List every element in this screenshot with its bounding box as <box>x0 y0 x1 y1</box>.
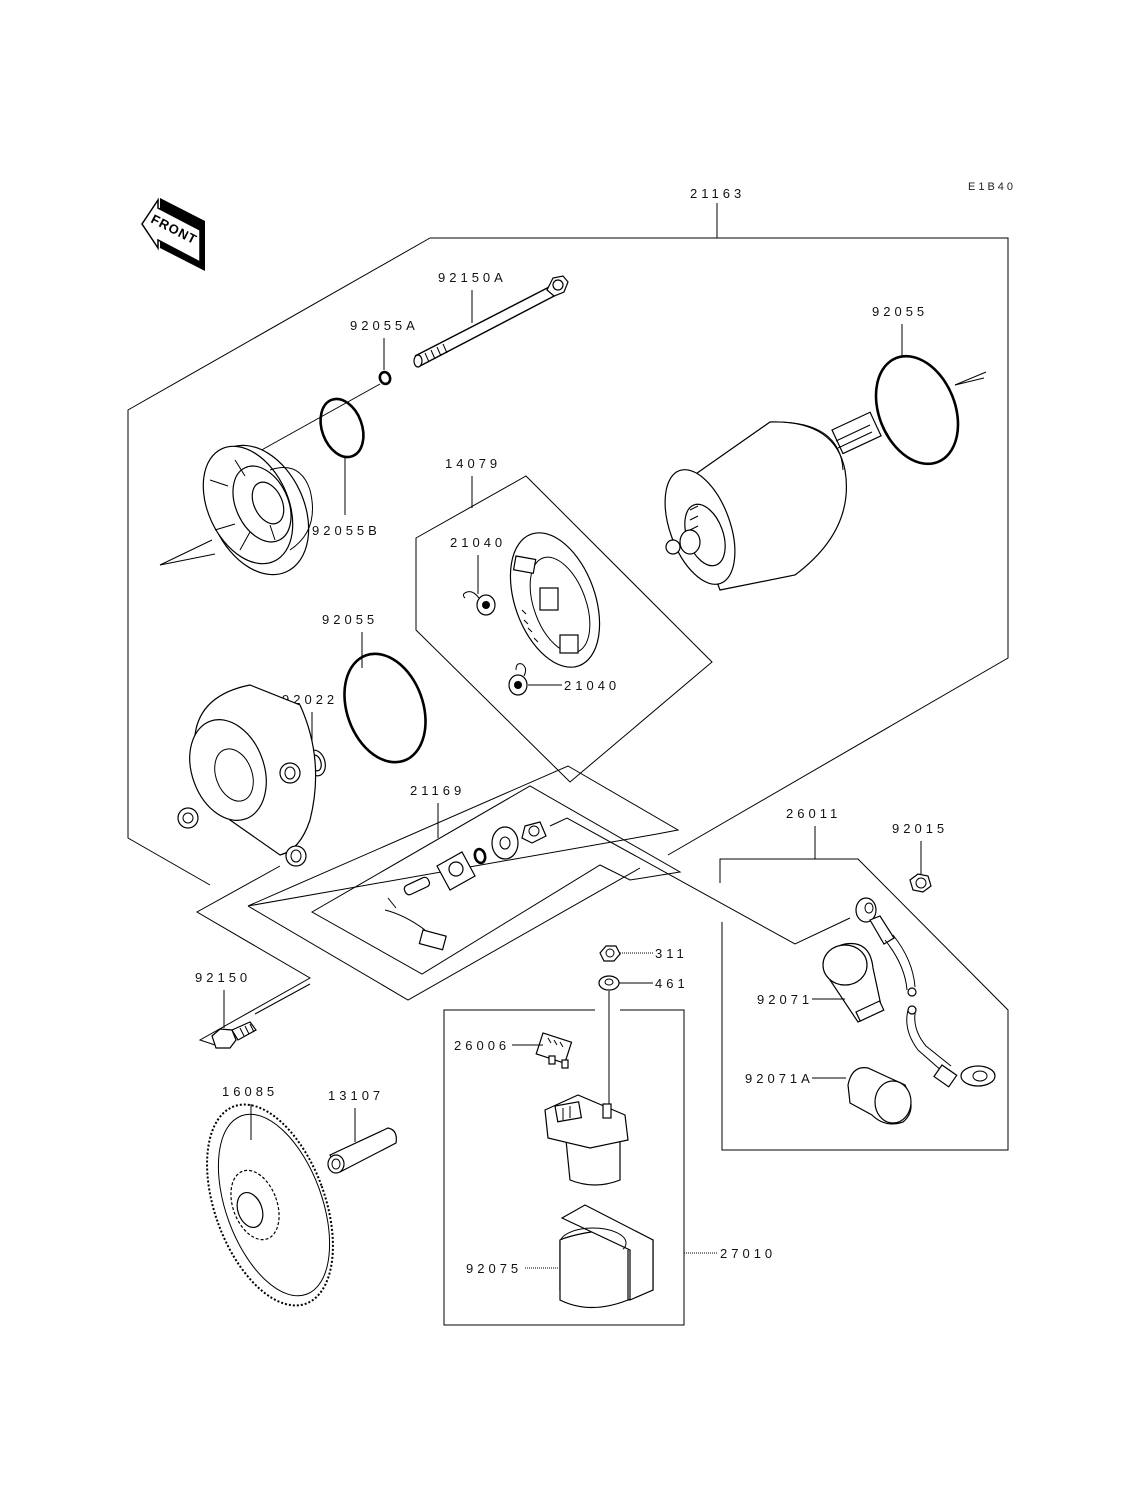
battery-cable <box>855 897 996 1088</box>
label-26006[interactable]: 26006 <box>454 1038 510 1053</box>
nut-92015 <box>909 873 932 893</box>
armature-yoke <box>664 411 882 591</box>
long-bolt-92150a <box>413 275 569 368</box>
label-92150[interactable]: 92150 <box>195 970 251 985</box>
label-21163[interactable]: 21163 <box>690 186 745 201</box>
bolt-92150 <box>211 1021 257 1049</box>
cable-26011-outline <box>719 858 1009 1151</box>
terminal-oring <box>473 847 487 865</box>
relay-27010-outline <box>443 1009 685 1326</box>
label-461[interactable]: 461 <box>655 976 689 991</box>
label-27010[interactable]: 27010 <box>720 1246 776 1261</box>
spring-21040-bottom <box>508 663 528 696</box>
label-92071a[interactable]: 92071A <box>745 1071 814 1086</box>
terminal-washer <box>491 826 519 860</box>
terminal-nut <box>521 821 547 844</box>
rear-cover <box>177 684 317 867</box>
terminal-set-21169-outline <box>310 785 682 975</box>
oring-92055b <box>319 397 365 459</box>
label-92015[interactable]: 92015 <box>892 821 948 836</box>
fuse-26006 <box>535 1032 573 1069</box>
nut-311 <box>599 945 621 962</box>
oring-92055a <box>378 370 392 386</box>
label-92150a[interactable]: 92150A <box>438 270 507 285</box>
spring-21040-top <box>462 591 496 616</box>
oring-92055-right <box>874 354 960 466</box>
brush-holder-14079-outline <box>415 475 713 783</box>
label-26011[interactable]: 26011 <box>786 806 841 821</box>
starter-relay <box>544 1094 629 1186</box>
assembly-21163-outline <box>127 203 1009 886</box>
label-92071[interactable]: 92071 <box>757 992 813 1007</box>
label-92055b[interactable]: 92055B <box>312 523 381 538</box>
label-21040-top[interactable]: 21040 <box>450 535 506 550</box>
label-92055-right[interactable]: 92055 <box>872 304 928 319</box>
oring-92055-mid <box>343 652 427 764</box>
label-21040-bottom[interactable]: 21040 <box>564 678 620 693</box>
label-16085[interactable]: 16085 <box>222 1084 278 1099</box>
front-arrow-icon: FRONT <box>141 197 205 271</box>
terminal-pad <box>436 851 476 891</box>
label-13107[interactable]: 13107 <box>328 1088 384 1103</box>
label-14079[interactable]: 14079 <box>445 456 501 471</box>
label-311[interactable]: 311 <box>655 946 688 961</box>
relay-holder-92075 <box>559 1204 654 1309</box>
label-92055-mid[interactable]: 92055 <box>322 612 378 627</box>
washer-461 <box>598 975 620 991</box>
label-21169[interactable]: 21169 <box>410 783 465 798</box>
gear-16085 <box>206 1103 334 1307</box>
label-92055a[interactable]: 92055A <box>350 318 419 333</box>
brush-plate <box>509 532 601 668</box>
cap-92071 <box>822 942 885 1023</box>
cap-92071a <box>847 1067 912 1125</box>
diagram-code: E1B40 <box>968 181 1016 193</box>
front-cover <box>202 444 313 576</box>
shaft-13107 <box>327 1127 397 1174</box>
terminal-bolt <box>384 876 447 951</box>
label-92075[interactable]: 92075 <box>466 1261 522 1276</box>
